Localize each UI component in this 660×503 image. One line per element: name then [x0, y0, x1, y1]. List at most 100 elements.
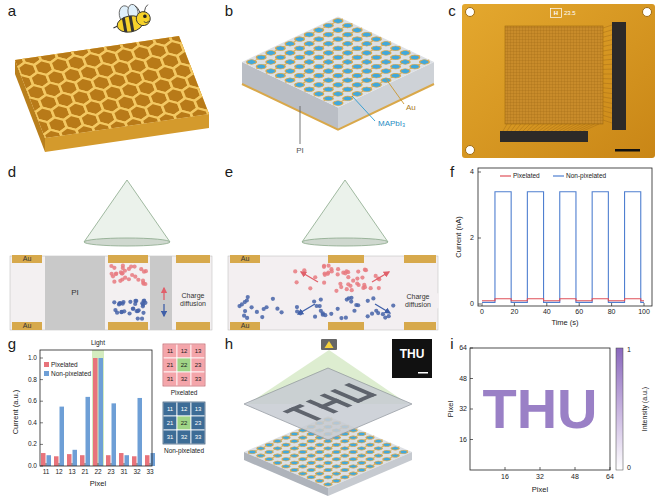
cross-section-pixelated — [10, 180, 212, 330]
perovskite — [228, 256, 438, 330]
electron-carrier — [128, 300, 132, 304]
perovskite-pixel — [331, 100, 344, 106]
perovskite-pixel — [302, 86, 315, 92]
perovskite-pixel — [356, 446, 367, 451]
perovskite-pixel — [289, 439, 300, 444]
pixel-cell — [177, 372, 191, 386]
honeycomb-cell — [184, 36, 206, 42]
perovskite-pixel — [323, 482, 334, 487]
pixel-cell — [191, 430, 205, 444]
shadow-mask — [244, 368, 412, 440]
bee-antenna — [135, 4, 149, 14]
au-line — [290, 436, 374, 472]
non-pixelated-bar — [86, 397, 91, 466]
part-label: Au — [241, 322, 250, 330]
fanout-wire — [539, 124, 548, 131]
annotation: Light — [91, 339, 105, 346]
perovskite-pixel — [350, 27, 363, 33]
perovskite-pixel — [306, 446, 317, 451]
light-cone-edge — [345, 180, 388, 242]
perovskite-pixel — [370, 72, 383, 78]
hole-carrier — [356, 269, 360, 273]
perovskite-pixel — [331, 450, 342, 455]
bee-smile — [144, 21, 149, 23]
non-pixelated-bar — [151, 453, 156, 466]
pi-wall — [150, 256, 172, 330]
perovskite-pixel — [370, 54, 383, 60]
axis-tick: 60 — [575, 308, 583, 316]
non-pixelated-bar — [73, 450, 78, 466]
panel-letter: f — [450, 164, 454, 181]
perovskite-pixel — [389, 54, 402, 60]
axis-tick: 64 — [606, 473, 614, 481]
fanout-wire — [523, 124, 530, 131]
tick-mark — [478, 172, 481, 173]
grid-frame — [163, 344, 205, 386]
perovskite-pixel — [323, 468, 334, 473]
perovskite-pixel — [390, 453, 401, 458]
pixel-cell — [163, 430, 177, 444]
au-electrode — [230, 255, 260, 263]
perovskite-pixel — [370, 36, 383, 42]
pixel-cell — [177, 416, 191, 430]
electron-carrier — [243, 309, 247, 313]
fanout-wire — [603, 78, 612, 79]
electron-carrier — [133, 299, 137, 303]
light-spot — [302, 238, 388, 246]
perovskite-pixel — [339, 453, 350, 458]
perovskite-pixel — [356, 468, 367, 473]
perovskite-pixel — [281, 457, 292, 462]
perovskite-pixel — [360, 77, 373, 83]
perovskite-pixel — [293, 54, 306, 60]
pixel-cell — [191, 372, 205, 386]
axis-tick: 0 — [480, 308, 484, 316]
axis-tick: 20 — [510, 308, 518, 316]
grid-cell-number: 11 — [167, 348, 173, 355]
honeycomb-cell — [189, 107, 209, 124]
scale-bar — [418, 372, 428, 374]
perovskite-pixel — [323, 461, 334, 466]
perovskite-pixel — [398, 450, 409, 455]
grid-cell-number: 31 — [167, 376, 174, 383]
hole-carrier — [136, 278, 140, 282]
perovskite-pixel — [322, 95, 335, 101]
electron-carrier — [112, 300, 116, 304]
perovskite-pixel — [379, 77, 392, 83]
honeycomb-cell — [73, 36, 95, 47]
hole-carrier — [112, 266, 116, 270]
perovskite-pixel — [306, 475, 317, 480]
honeycomb-cell — [192, 47, 209, 64]
au-line — [333, 60, 429, 106]
tick-mark — [546, 303, 547, 306]
perovskite-pixel — [274, 54, 287, 60]
perovskite-pixel — [360, 41, 373, 47]
tick-mark — [470, 378, 473, 379]
perovskite-pixel — [341, 68, 354, 74]
tick-mark — [482, 303, 483, 306]
colorbar-title: Intensity (a.u.) — [641, 387, 649, 431]
legend-text: Pixelated — [513, 172, 540, 179]
chip-logo: H — [554, 10, 558, 17]
grid-cell-number: 33 — [195, 434, 202, 441]
pixel-cell — [177, 402, 191, 416]
perovskite-pixel — [379, 50, 392, 56]
electron-carrier — [117, 302, 121, 306]
perovskite-pixel — [381, 457, 392, 462]
hole-carrier — [377, 286, 381, 290]
perovskite-pixel — [323, 446, 334, 451]
diffusion-arrow — [298, 304, 315, 314]
perovskite-pixel — [389, 63, 402, 69]
axis-tick: 2 — [470, 234, 474, 242]
electron-carrier — [349, 300, 353, 304]
perovskite-pixel — [283, 59, 296, 65]
light-cone-edge — [127, 180, 170, 242]
perovskite-pixel — [289, 468, 300, 473]
electron-carrier — [313, 315, 317, 319]
perovskite-pixel — [312, 45, 325, 51]
honeycomb-cell — [87, 134, 109, 138]
current-chart — [478, 168, 652, 306]
mask-openings — [283, 383, 378, 424]
light-cone — [302, 180, 388, 242]
perovskite-pixel — [339, 446, 350, 451]
perovskite-pixel — [283, 41, 296, 47]
